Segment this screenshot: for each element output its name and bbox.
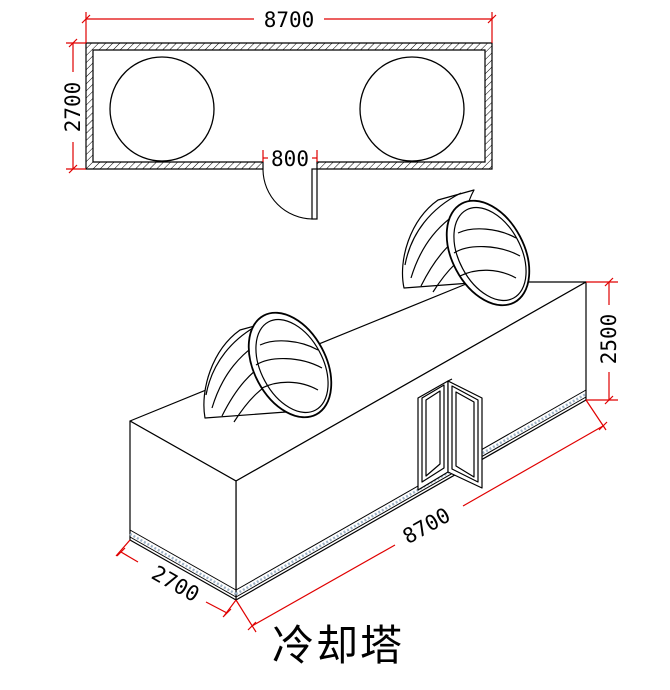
plan-wall-hatch bbox=[85, 42, 493, 170]
iso-base-strip bbox=[129, 389, 587, 598]
plan-dim-width bbox=[66, 38, 86, 174]
drawing-title: 冷却塔 bbox=[272, 621, 405, 670]
iso-dim-length-label: 8700 bbox=[399, 503, 455, 549]
plan-dim-length-label: 8700 bbox=[264, 8, 315, 32]
iso-dim-height-label: 2500 bbox=[597, 314, 621, 365]
plan-dim-length bbox=[81, 12, 497, 43]
iso-view bbox=[129, 189, 587, 601]
plan-view: 8700 2700 800 bbox=[61, 8, 497, 220]
plan-door-leaf bbox=[311, 168, 318, 220]
iso-dim-length bbox=[235, 399, 608, 633]
plan-door-swing bbox=[262, 169, 313, 220]
plan-dim-door bbox=[262, 150, 318, 162]
iso-door bbox=[417, 378, 483, 491]
iso-dim-width bbox=[115, 539, 237, 618]
plan-fan-right bbox=[359, 56, 465, 162]
plan-door-gap bbox=[263, 161, 317, 170]
plan-fan-left bbox=[109, 56, 215, 162]
plan-dim-width-label: 2700 bbox=[61, 82, 85, 133]
iso-dim-height bbox=[586, 277, 618, 405]
iso-fan-left bbox=[203, 311, 333, 423]
iso-fan-right bbox=[401, 189, 531, 307]
plan-dim-door-label: 800 bbox=[271, 147, 309, 171]
